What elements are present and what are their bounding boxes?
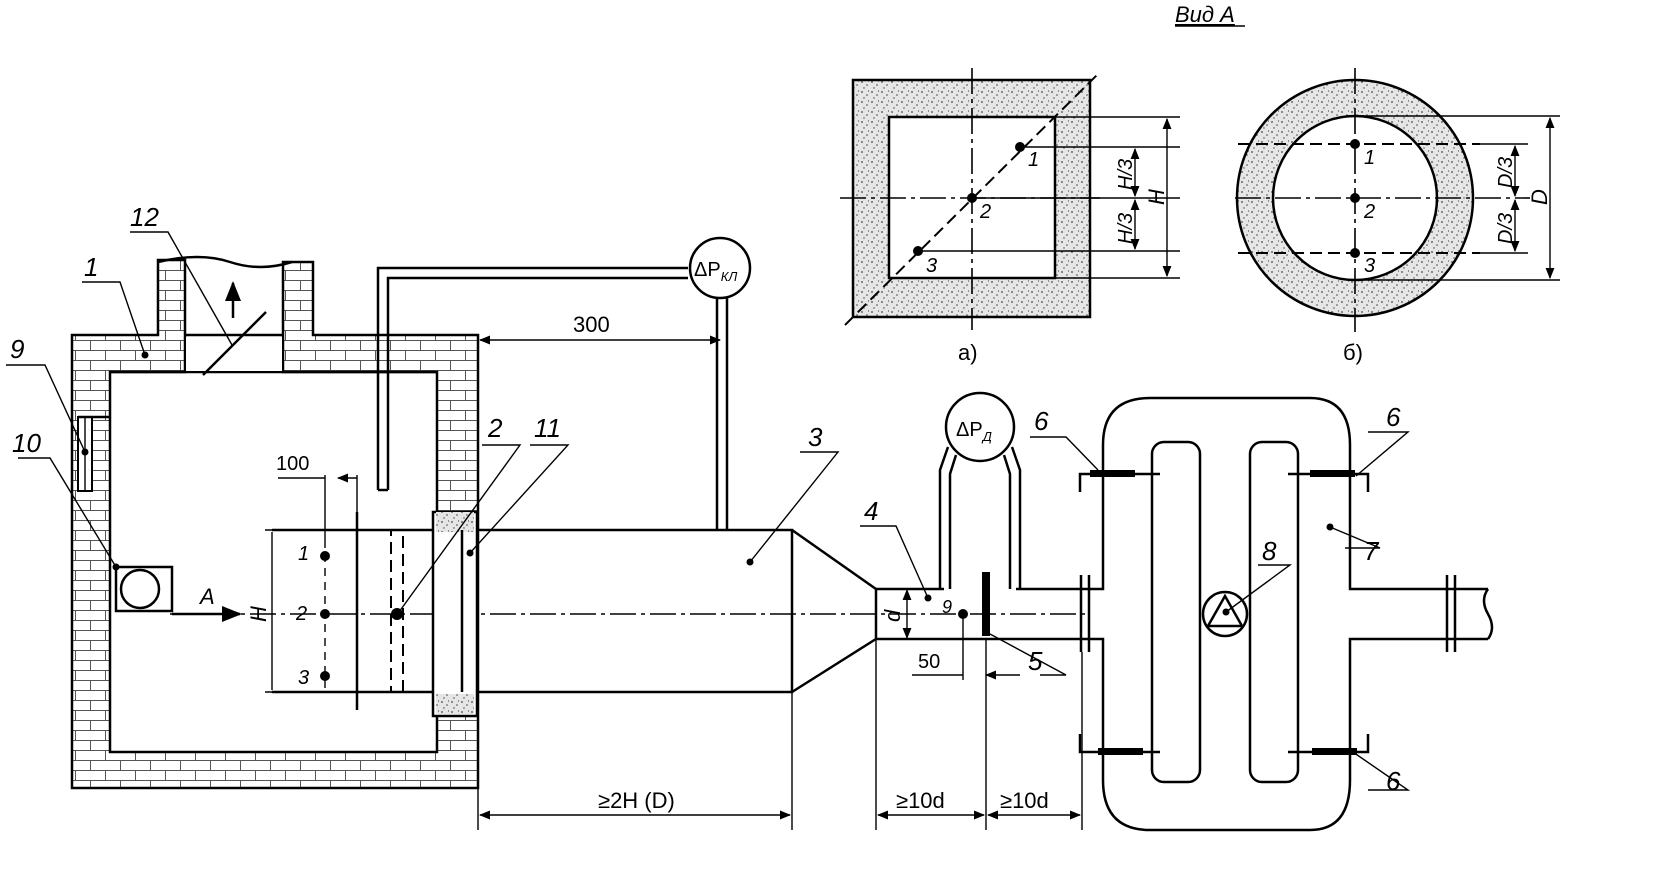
dim-H: H: [246, 606, 271, 622]
dim-H3-1: H/3: [1115, 159, 1137, 190]
dim-2H: ≥2H (D): [598, 788, 675, 813]
flange-11: [431, 510, 479, 718]
sq-point-1: 1: [1028, 149, 1039, 171]
dim-H3-2: H/3: [1115, 213, 1137, 244]
dim-300: 300: [573, 312, 610, 337]
point-1: 1: [298, 543, 309, 565]
dim-100: 100: [276, 453, 309, 475]
main-duct: [478, 528, 1090, 694]
point-3: 3: [298, 667, 309, 689]
dp-kl-tubing: [376, 236, 752, 530]
dp-d-gauge: [902, 391, 1022, 830]
callout-12: 12: [130, 202, 159, 232]
leader-lines: [6, 231, 1411, 791]
view-a-square: [840, 68, 1180, 330]
callout-11: 11: [534, 413, 561, 443]
callout-9: 9: [10, 334, 24, 364]
dim-H-view: H: [1144, 189, 1169, 205]
bottom-dimensions: [477, 639, 1083, 830]
dim-D3-2: D/3: [1495, 213, 1517, 244]
chamber: [70, 255, 480, 790]
callout-6a: 6: [1034, 406, 1049, 436]
caption-a: а): [958, 340, 978, 365]
view-title: Вид А: [1175, 2, 1235, 27]
point-2: 2: [295, 603, 307, 625]
callout-3: 3: [808, 422, 823, 452]
sq-point-3: 3: [926, 255, 937, 277]
circ-point-3: 3: [1364, 255, 1375, 277]
callout-10: 10: [12, 428, 41, 458]
callout-6c: 6: [1386, 766, 1401, 796]
dim-10d-1: ≥10d: [896, 788, 945, 813]
dim-D3-1: D/3: [1495, 157, 1517, 188]
dp-d-sub: Д: [981, 429, 992, 444]
callout-2: 2: [487, 413, 503, 443]
sq-point-2: 2: [979, 201, 991, 223]
dp-kl-sub: КЛ: [721, 269, 738, 284]
inner-section: [170, 473, 1090, 710]
dim-D-view: D: [1527, 189, 1552, 205]
circ-point-2: 2: [1363, 201, 1375, 223]
caption-b: б): [1343, 340, 1363, 365]
dp-d-prefix: ΔP: [956, 419, 983, 441]
callout-1: 1: [84, 252, 98, 282]
callout-7: 7: [1364, 536, 1380, 566]
callout-5: 5: [1028, 646, 1043, 676]
dim-d: d: [880, 609, 905, 622]
dp-d-label: ΔPД: [956, 419, 992, 444]
view-a-circle: [1235, 68, 1560, 332]
callout-4: 4: [864, 496, 878, 526]
point-9: 9: [942, 597, 952, 617]
dp-kl-label: ΔPКЛ: [694, 259, 737, 284]
fan-housing: [1078, 396, 1494, 832]
callout-8: 8: [1262, 536, 1277, 566]
dp-kl-prefix: ΔP: [694, 259, 721, 281]
circ-point-1: 1: [1364, 147, 1375, 169]
dim-50: 50: [918, 651, 940, 673]
dim-10d-2: ≥10d: [1000, 788, 1049, 813]
callout-6b: 6: [1386, 402, 1401, 432]
dim-A: A: [198, 584, 215, 609]
